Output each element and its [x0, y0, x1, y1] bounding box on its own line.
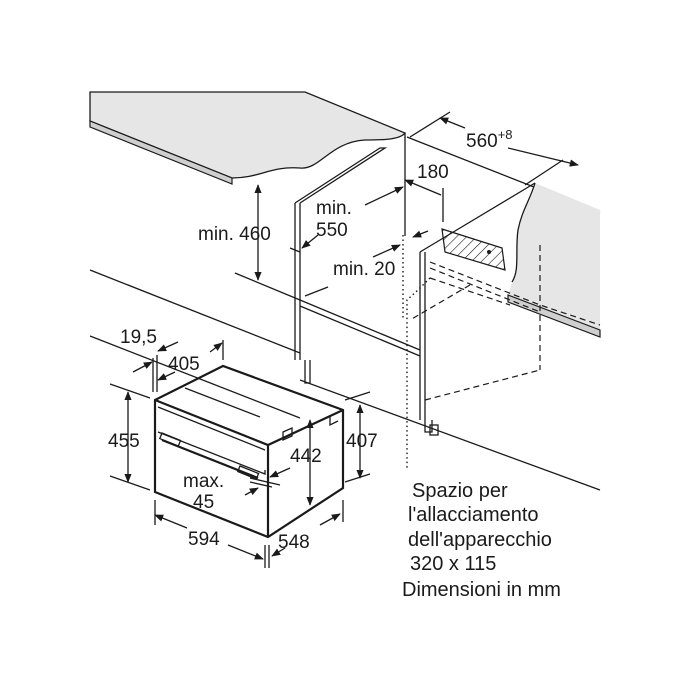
left-countertop	[89, 91, 407, 185]
label-rear-height: 407	[346, 431, 378, 452]
note-line: Spazio per	[412, 480, 508, 502]
label-gap-min: min. 20	[333, 259, 395, 280]
label-front-offset: 19,5	[120, 327, 157, 348]
note-line: l'allacciamento	[408, 504, 539, 526]
label-total-width: 594	[188, 529, 220, 550]
note-line: dell'apparecchio	[408, 529, 552, 551]
note-line: 320 x 115	[410, 553, 496, 575]
niche-outline	[402, 235, 601, 470]
cabinet	[294, 137, 536, 436]
label-total-height: 455	[108, 431, 140, 452]
label-niche-depth-min: min.	[316, 198, 352, 219]
label-top-depth: 405	[168, 354, 200, 375]
label-body-height: 442	[290, 446, 322, 467]
label-connection-depth: 180	[417, 162, 449, 183]
label-body-depth: 548	[278, 532, 310, 553]
label-niche-width: 560+8	[466, 127, 513, 152]
connection-area-hatch	[441, 228, 506, 271]
oven	[153, 364, 345, 539]
dimension-lines	[109, 111, 579, 568]
dimension-labels: min. 460 min. 550 min. 20 180 560+8 19,5…	[108, 127, 513, 553]
connection-note: Spazio per l'allacciamento dell'apparecc…	[402, 480, 561, 601]
label-handle-max: max.	[183, 471, 224, 492]
right-countertop	[406, 136, 601, 338]
label-handle-value: 45	[193, 492, 214, 513]
label-niche-height: min. 460	[198, 224, 271, 245]
units-note: Dimensioni in mm	[402, 579, 561, 601]
label-niche-depth: 550	[316, 220, 348, 241]
